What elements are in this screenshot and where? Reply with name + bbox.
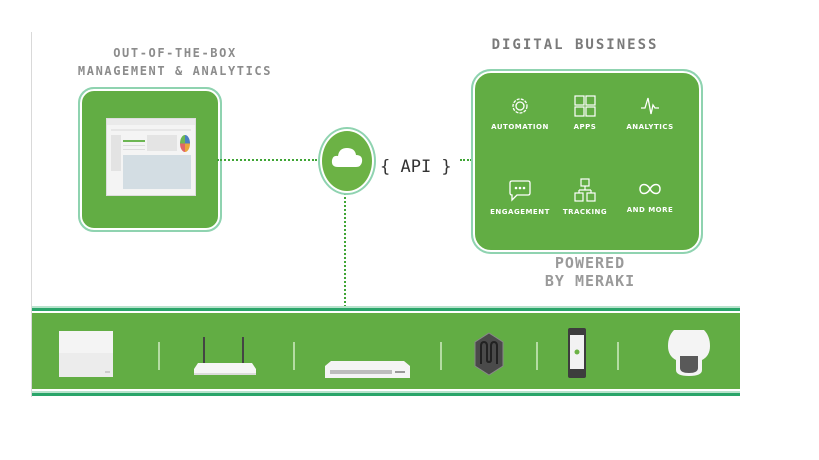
feature-and-more: AND MORE	[615, 178, 685, 214]
pulse-icon	[641, 97, 659, 115]
chat-bubble-icon	[509, 180, 531, 202]
management-dashboard-box	[78, 87, 222, 232]
cloud-node	[320, 129, 374, 193]
management-heading: OUT-OF-THE-BOX MANAGEMENT & ANALYTICS	[40, 44, 310, 80]
infinity-icon	[639, 183, 661, 195]
feature-apps: APPS	[550, 95, 620, 131]
powered-line1: POWERED	[554, 254, 626, 272]
left-border-line	[31, 32, 32, 397]
device-separator	[158, 342, 160, 370]
digital-business-heading: DIGITAL BUSINESS	[491, 37, 659, 53]
phone-icon	[568, 328, 586, 378]
digital-business-box: AUTOMATION APPS ANALYTICS ENGAGEMENT TRA…	[471, 69, 703, 254]
cloud-icon	[331, 148, 363, 167]
feature-tracking: TRACKING	[550, 178, 620, 216]
dashboard-screenshot	[106, 118, 196, 196]
access-point-icon	[59, 331, 113, 377]
gear-icon	[512, 98, 528, 114]
feature-analytics: ANALYTICS	[615, 95, 685, 131]
powered-by-meraki: POWERED BY MERAKI	[490, 254, 690, 290]
device-separator	[440, 342, 442, 370]
management-heading-line1: OUT-OF-THE-BOX	[113, 46, 237, 60]
device-strip-bottom-line	[32, 393, 740, 396]
camera-icon	[668, 330, 710, 376]
feature-engagement: ENGAGEMENT	[485, 178, 555, 216]
device-separator	[617, 342, 619, 370]
connector-cloud-devices	[344, 190, 346, 310]
connector-api-business	[460, 159, 472, 161]
powered-line2: BY MERAKI	[544, 272, 636, 290]
management-heading-line2: MANAGEMENT & ANALYTICS	[77, 64, 273, 78]
grid-icon	[574, 95, 596, 117]
feature-automation: AUTOMATION	[485, 95, 555, 131]
pie-chart-icon	[180, 135, 190, 152]
device-separator	[293, 342, 295, 370]
api-label: { API }	[380, 157, 452, 177]
device-separator	[536, 342, 538, 370]
switch-icon	[325, 361, 410, 378]
hierarchy-icon	[574, 178, 596, 202]
router-icon	[194, 337, 256, 375]
device-strip-top-line	[32, 308, 740, 311]
connector-dashboard-cloud	[217, 159, 317, 161]
security-appliance-icon	[474, 332, 504, 376]
